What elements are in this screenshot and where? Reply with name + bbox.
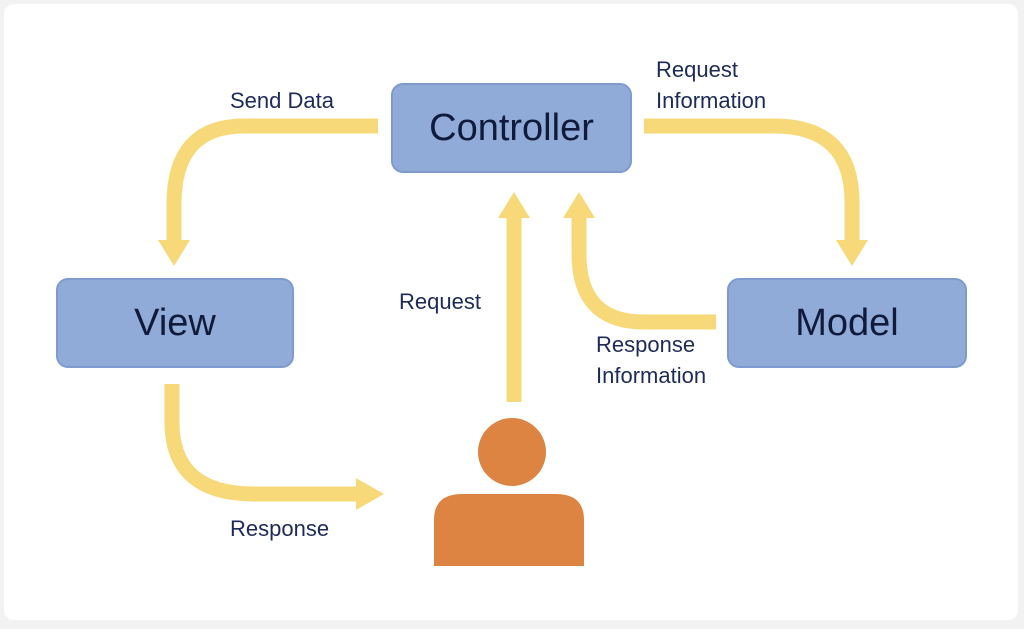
request-label: Request (399, 289, 481, 314)
model-label: Model (795, 301, 899, 344)
response-information-label-line1: Response (596, 332, 696, 357)
view-label: View (134, 301, 216, 344)
arrowhead-user (356, 478, 384, 510)
model-box: Model (727, 278, 967, 368)
arrowhead-view (158, 240, 190, 266)
response-information-arrow (571, 218, 716, 330)
send-data-label: Send Data (230, 88, 334, 113)
diagram-card: Controller View Model Send Data Request … (4, 4, 1018, 620)
arrowhead-model (836, 240, 868, 266)
response-information-label-line2: Information (596, 363, 707, 388)
arrowhead-controller-response (563, 192, 595, 218)
controller-label: Controller (429, 106, 594, 149)
request-information-arrow (644, 118, 860, 240)
send-data-arrow (166, 118, 378, 240)
controller-box: Controller (391, 83, 632, 173)
request-information-label-line2: Information (656, 88, 767, 113)
arrowhead-controller-request (498, 192, 530, 218)
view-box: View (56, 278, 294, 368)
response-arrow (164, 384, 356, 502)
connectors (158, 118, 868, 566)
request-information-label-line1: Request (656, 57, 738, 82)
person-icon (434, 418, 584, 566)
response-label: Response (230, 516, 330, 541)
